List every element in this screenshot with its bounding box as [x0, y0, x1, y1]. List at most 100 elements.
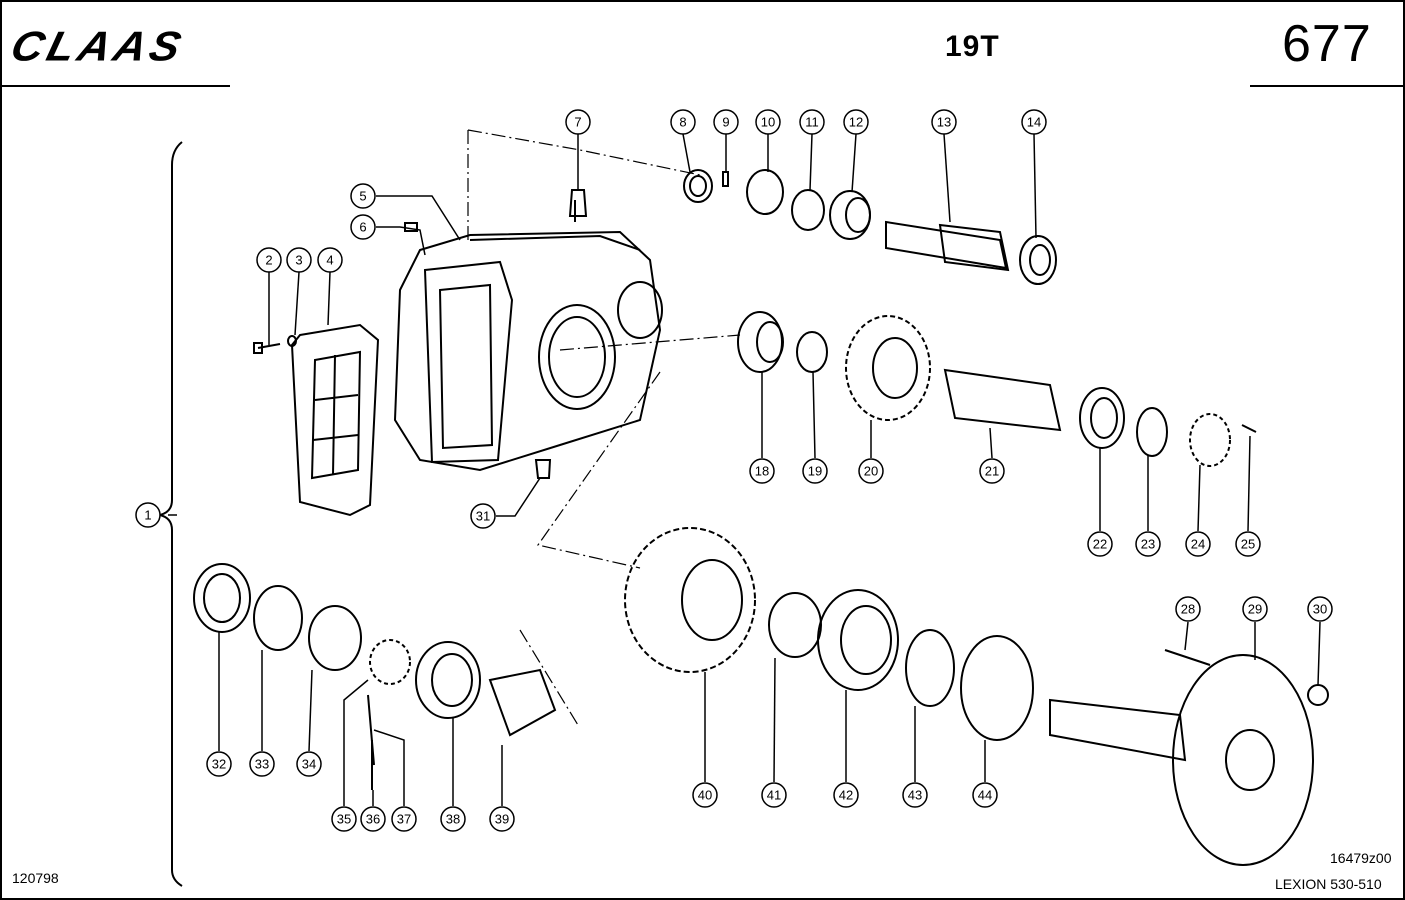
callout-circle — [931, 109, 957, 135]
callout-40: 40 — [692, 782, 718, 808]
callout-5: 5 — [350, 183, 376, 209]
callout-28: 28 — [1175, 596, 1201, 622]
callout-circle — [802, 458, 828, 484]
callout-34: 34 — [296, 751, 322, 777]
callout-circle — [317, 247, 343, 273]
callout-circle — [249, 751, 275, 777]
callout-circle — [979, 458, 1005, 484]
callout-number: 8 — [679, 115, 686, 130]
callout-43: 43 — [902, 782, 928, 808]
callout-24: 24 — [1185, 531, 1211, 557]
callout-number: 20 — [864, 464, 878, 479]
callout-number: 44 — [978, 788, 992, 803]
callout-number: 2 — [265, 253, 272, 268]
callout-7: 7 — [565, 109, 591, 135]
callout-circle — [1087, 531, 1113, 557]
callout-circle — [350, 183, 376, 209]
callout-8: 8 — [670, 109, 696, 135]
callout-number: 22 — [1093, 537, 1107, 552]
callout-21: 21 — [979, 458, 1005, 484]
callout-circle — [692, 782, 718, 808]
callout-circle — [972, 782, 998, 808]
callout-number: 40 — [698, 788, 712, 803]
callout-20: 20 — [858, 458, 884, 484]
callout-number: 28 — [1181, 602, 1195, 617]
callout-number: 5 — [359, 189, 366, 204]
date-code: 120798 — [12, 870, 59, 886]
callout-number: 4 — [326, 253, 333, 268]
gearbox-housing — [393, 200, 663, 472]
callout-circle — [565, 109, 591, 135]
page-number: 677 — [1282, 15, 1372, 73]
model-label: LEXION 530-510 — [1275, 876, 1382, 892]
lower-gear-parts — [624, 527, 1034, 741]
callout-number: 37 — [397, 812, 411, 827]
callout-number: 19 — [808, 464, 822, 479]
callout-number: 7 — [574, 115, 581, 130]
callout-number: 39 — [495, 812, 509, 827]
callout-37: 37 — [391, 806, 417, 832]
callout-number: 1 — [144, 508, 151, 523]
callout-circle — [799, 109, 825, 135]
callout-42: 42 — [833, 782, 859, 808]
callout-number: 42 — [839, 788, 853, 803]
callout-number: 35 — [337, 812, 351, 827]
callout-circle — [391, 806, 417, 832]
callout-circle — [1242, 596, 1268, 622]
callout-circle — [1175, 596, 1201, 622]
callout-number: 23 — [1141, 537, 1155, 552]
lower-left-parts — [193, 563, 557, 790]
callout-circle — [761, 782, 787, 808]
callout-number: 10 — [761, 115, 775, 130]
callout-2: 2 — [256, 247, 282, 273]
callout-number: 21 — [985, 464, 999, 479]
callout-circle — [135, 502, 161, 528]
callout-9: 9 — [713, 109, 739, 135]
callout-13: 13 — [931, 109, 957, 135]
callout-29: 29 — [1242, 596, 1268, 622]
callout-30: 30 — [1307, 596, 1333, 622]
drawing-code: 16479z00 — [1330, 850, 1392, 866]
callout-circle — [1185, 531, 1211, 557]
callout-1: 1 — [135, 502, 161, 528]
callout-circle — [843, 109, 869, 135]
axis-lines — [467, 129, 741, 726]
callout-number: 12 — [849, 115, 863, 130]
callout-circle — [296, 751, 322, 777]
callout-11: 11 — [799, 109, 825, 135]
callout-circle — [256, 247, 282, 273]
group-title: 19T — [945, 30, 1000, 63]
callout-number: 3 — [295, 253, 302, 268]
callout-circle — [206, 751, 232, 777]
callout-circle — [470, 503, 496, 529]
callout-33: 33 — [249, 751, 275, 777]
callout-number: 30 — [1313, 602, 1327, 617]
callout-number: 34 — [302, 757, 316, 772]
callout-circle — [1021, 109, 1047, 135]
callout-18: 18 — [749, 458, 775, 484]
callout-circle — [440, 806, 466, 832]
callout-number: 38 — [446, 812, 460, 827]
callout-number: 24 — [1191, 537, 1205, 552]
callout-number: 36 — [366, 812, 380, 827]
callout-12: 12 — [843, 109, 869, 135]
callout-number: 14 — [1027, 115, 1041, 130]
callout-22: 22 — [1087, 531, 1113, 557]
callout-circle — [360, 806, 386, 832]
callout-23: 23 — [1135, 531, 1161, 557]
callout-36: 36 — [360, 806, 386, 832]
callout-number: 9 — [722, 115, 729, 130]
callout-circle — [331, 806, 357, 832]
leader-lines — [168, 133, 1321, 806]
callout-number: 33 — [255, 757, 269, 772]
callout-number: 13 — [937, 115, 951, 130]
callout-31: 31 — [470, 503, 496, 529]
callout-number: 18 — [755, 464, 769, 479]
callout-circle — [713, 109, 739, 135]
callout-19: 19 — [802, 458, 828, 484]
callout-14: 14 — [1021, 109, 1047, 135]
callout-circle — [833, 782, 859, 808]
callout-41: 41 — [761, 782, 787, 808]
callout-number: 43 — [908, 788, 922, 803]
